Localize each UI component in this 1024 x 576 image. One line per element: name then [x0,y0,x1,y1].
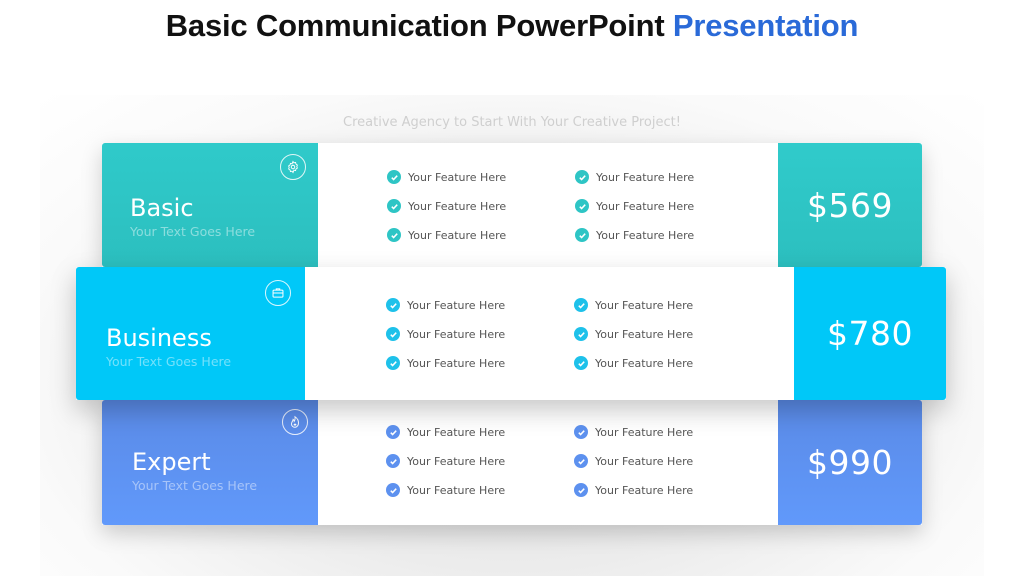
title-accent: Presentation [672,8,859,43]
check-icon [386,327,400,341]
check-icon [386,356,400,370]
plan-name: Expert [132,448,211,476]
check-icon [387,228,401,242]
feature-item: Your Feature Here [575,197,763,215]
price: $569 [807,185,893,225]
feature-item: Your Feature Here [575,168,763,186]
pricing-row-expert: Expert Your Text Goes Here Your Feature … [102,400,922,525]
check-icon [387,170,401,184]
feature-item: Your Feature Here [386,452,574,470]
check-icon [386,425,400,439]
check-icon [386,454,400,468]
features-panel-basic: Your Feature Here Your Feature Here Your… [318,143,778,267]
feature-item: Your Feature Here [574,296,762,314]
check-icon [574,327,588,341]
price: $780 [827,314,913,353]
plan-subtext: Your Text Goes Here [106,354,232,369]
check-icon [386,298,400,312]
pricing-row-business: Business Your Text Goes Here Your Featur… [76,267,946,400]
plan-name: Business [106,324,212,352]
feature-item: Your Feature Here [387,226,575,244]
features-panel-expert: Your Feature Here Your Feature Here Your… [318,400,778,525]
feature-list: Your Feature Here Your Feature Here Your… [387,168,763,244]
check-icon [574,298,588,312]
feature-item: Your Feature Here [387,168,575,186]
feature-item: Your Feature Here [386,423,574,441]
briefcase-icon [265,280,291,306]
slide-title: Basic Communication PowerPoint Presentat… [0,8,1024,44]
title-main: Basic Communication PowerPoint [165,8,665,43]
slide-subtitle: Creative Agency to Start With Your Creat… [343,115,681,130]
check-icon [575,170,589,184]
feature-list: Your Feature Here Your Feature Here Your… [386,296,762,372]
feature-list: Your Feature Here Your Feature Here Your… [386,423,762,499]
feature-item: Your Feature Here [574,481,762,499]
check-icon [575,199,589,213]
check-icon [386,483,400,497]
feature-item: Your Feature Here [386,354,574,372]
plan-name: Basic [130,194,194,222]
feature-item: Your Feature Here [574,423,762,441]
feature-item: Your Feature Here [386,325,574,343]
feature-item: Your Feature Here [574,325,762,343]
pricing-row-basic: Basic Your Text Goes Here Your Feature H… [102,143,922,267]
gear-icon [280,154,306,180]
price-panel-expert: $990 [778,400,922,525]
check-icon [574,483,588,497]
check-icon [387,199,401,213]
check-icon [574,454,588,468]
check-icon [575,228,589,242]
feature-item: Your Feature Here [386,296,574,314]
price-panel-basic: $569 [778,143,922,267]
plan-panel-business: Business Your Text Goes Here [76,267,317,400]
feature-item: Your Feature Here [575,226,763,244]
plan-panel-basic: Basic Your Text Goes Here [102,143,330,267]
feature-item: Your Feature Here [387,197,575,215]
plan-panel-expert: Expert Your Text Goes Here [102,400,330,525]
check-icon [574,425,588,439]
features-panel-business: Your Feature Here Your Feature Here Your… [305,267,794,400]
feature-item: Your Feature Here [574,452,762,470]
price: $990 [807,443,893,482]
feature-item: Your Feature Here [386,481,574,499]
fire-icon [282,409,308,435]
plan-subtext: Your Text Goes Here [132,478,258,493]
check-icon [574,356,588,370]
price-panel-business: $780 [794,267,946,400]
plan-subtext: Your Text Goes Here [130,224,256,239]
feature-item: Your Feature Here [574,354,762,372]
